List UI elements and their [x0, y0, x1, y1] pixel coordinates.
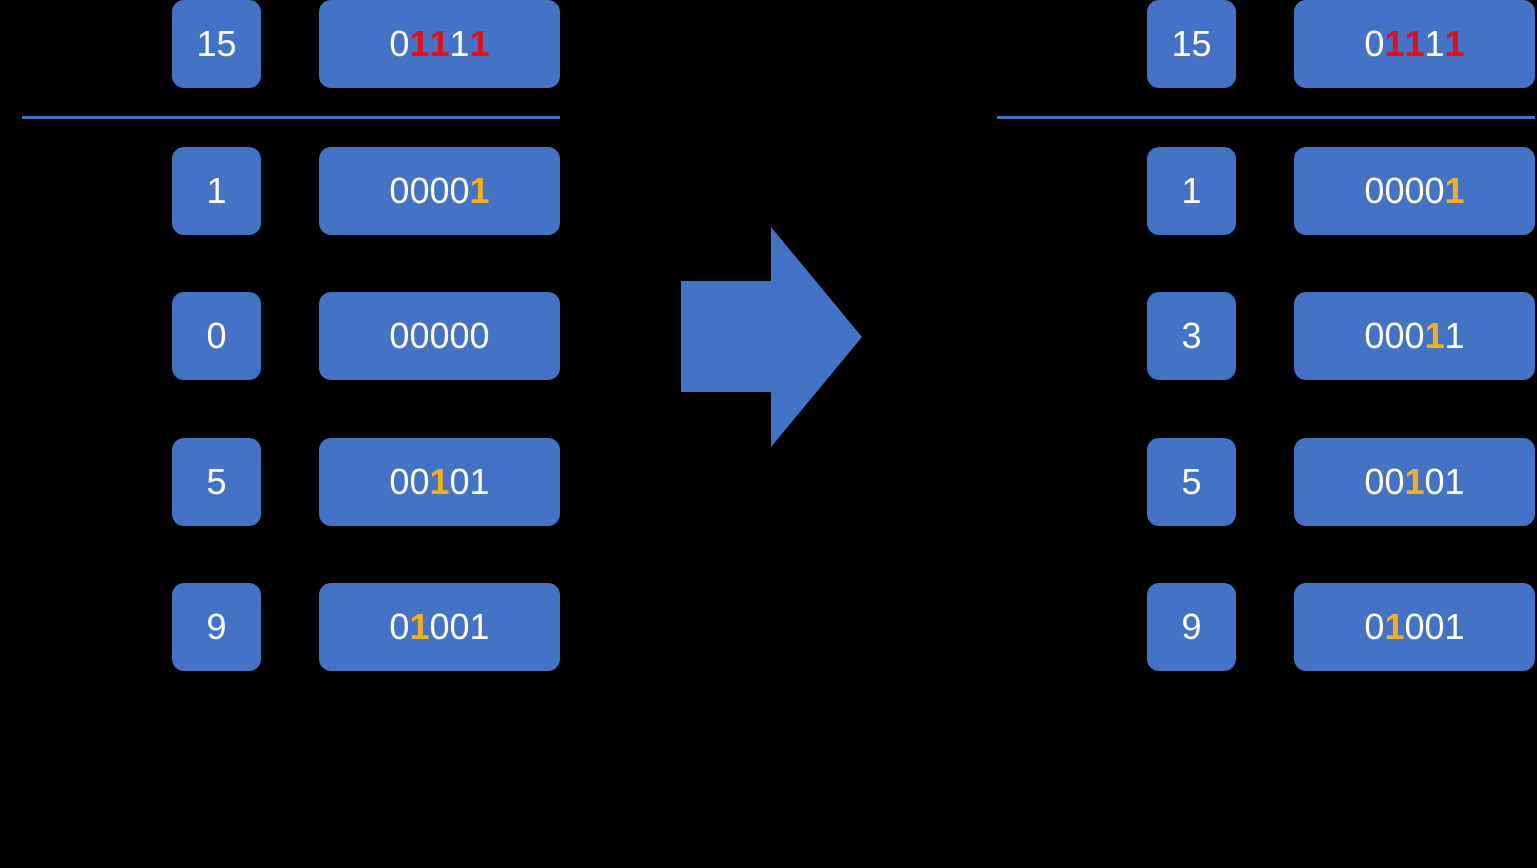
binary-digit: 0	[409, 170, 430, 211]
binary-digit: 0	[389, 606, 410, 647]
number-value: 3	[1181, 315, 1202, 356]
binary-digit: 0	[389, 461, 410, 502]
number-box: 15	[1147, 0, 1236, 88]
binary-digit: 0	[1424, 461, 1445, 502]
number-value: 1	[1181, 170, 1202, 211]
binary-digit: 0	[1424, 606, 1445, 647]
binary-digit: 0	[1364, 170, 1385, 211]
binary-digit: 1	[1384, 606, 1405, 647]
number-box: 1	[1147, 147, 1236, 235]
number-value: 9	[1181, 606, 1202, 647]
number-box: 1	[172, 147, 261, 235]
binary-digit: 0	[1384, 170, 1405, 211]
binary-digit: 1	[1384, 23, 1405, 64]
binary-digit: 1	[1444, 315, 1465, 356]
number-box: 9	[172, 583, 261, 671]
binary-digit: 1	[449, 23, 470, 64]
right-arrow-icon	[681, 227, 862, 447]
binary-digit: 0	[429, 315, 450, 356]
binary-digit: 0	[409, 461, 430, 502]
binary-digit: 0	[449, 315, 470, 356]
binary-digit: 1	[1424, 315, 1445, 356]
number-box: 5	[1147, 438, 1236, 526]
binary-digit: 0	[449, 461, 470, 502]
binary-digit: 1	[409, 606, 430, 647]
number-value: 1	[206, 170, 227, 211]
binary-digit: 1	[1424, 23, 1445, 64]
number-box: 9	[1147, 583, 1236, 671]
binary-digit: 0	[1384, 461, 1405, 502]
number-box: 0	[172, 292, 261, 380]
binary-digit: 0	[1364, 461, 1385, 502]
binary-digit: 0	[1404, 315, 1425, 356]
number-value: 15	[196, 23, 237, 64]
binary-digit: 0	[1424, 170, 1445, 211]
binary-digit: 0	[429, 606, 450, 647]
number-value: 9	[206, 606, 227, 647]
number-box: 3	[1147, 292, 1236, 380]
binary-digit: 0	[409, 315, 430, 356]
binary-digit: 0	[1364, 606, 1385, 647]
binary-digit: 1	[1404, 23, 1425, 64]
binary-digit: 1	[1444, 461, 1465, 502]
divider-line	[22, 116, 560, 119]
binary-digit: 1	[409, 23, 430, 64]
number-value: 5	[1181, 461, 1202, 502]
number-value: 15	[1171, 23, 1212, 64]
divider-line	[997, 116, 1535, 119]
binary-digit: 1	[429, 23, 450, 64]
binary-digit: 1	[1444, 606, 1465, 647]
binary-digit: 0	[389, 170, 410, 211]
number-box: 15	[172, 0, 261, 88]
binary-digit: 1	[469, 461, 490, 502]
binary-digit: 1	[469, 170, 490, 211]
binary-digit: 0	[1404, 170, 1425, 211]
binary-digit: 0	[1384, 315, 1405, 356]
binary-digit: 0	[389, 23, 410, 64]
binary-digit: 0	[469, 315, 490, 356]
binary-digit: 0	[449, 170, 470, 211]
binary-digit: 0	[1364, 315, 1385, 356]
number-value: 0	[206, 315, 227, 356]
binary-digit: 0	[449, 606, 470, 647]
binary-digit: 1	[1444, 170, 1465, 211]
number-box: 5	[172, 438, 261, 526]
binary-digit: 1	[1404, 461, 1425, 502]
binary-digit: 1	[1444, 23, 1465, 64]
binary-digit: 1	[469, 23, 490, 64]
binary-digit: 0	[429, 170, 450, 211]
binary-digit: 0	[1404, 606, 1425, 647]
number-value: 5	[206, 461, 227, 502]
binary-digit: 0	[389, 315, 410, 356]
binary-digit: 1	[429, 461, 450, 502]
binary-digit: 1	[469, 606, 490, 647]
binary-digit: 0	[1364, 23, 1385, 64]
